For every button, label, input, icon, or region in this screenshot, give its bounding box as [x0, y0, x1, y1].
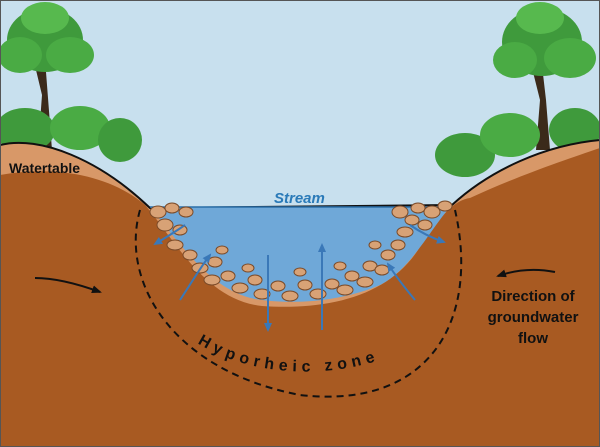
groundwater-direction-label: Direction of groundwater flow	[470, 286, 596, 349]
downwelling-arrow-right-bank	[409, 224, 446, 244]
left-fern-bushes	[0, 106, 142, 162]
watertable-label: Watertable	[9, 160, 81, 176]
exchange-flow-arrows	[153, 224, 446, 332]
upwelling-arrow-right	[386, 262, 416, 301]
left-tree	[0, 2, 94, 150]
gravel-bed	[149, 200, 453, 302]
direction-line-1: Direction of	[491, 288, 575, 305]
stream-label: Stream	[274, 190, 325, 207]
right-tree	[493, 2, 596, 150]
downwelling-arrow-left-bank	[153, 224, 186, 246]
groundwater-arrow-right	[496, 268, 556, 278]
upwelling-arrow-left	[179, 253, 212, 301]
ground-soil	[0, 148, 600, 447]
hyporheic-zone-boundary	[134, 209, 463, 398]
right-fern-bushes	[435, 108, 600, 177]
direction-line-2: groundwater	[487, 309, 579, 326]
groundwater-arrow-left	[34, 277, 102, 294]
direction-line-3: flow	[518, 330, 548, 347]
